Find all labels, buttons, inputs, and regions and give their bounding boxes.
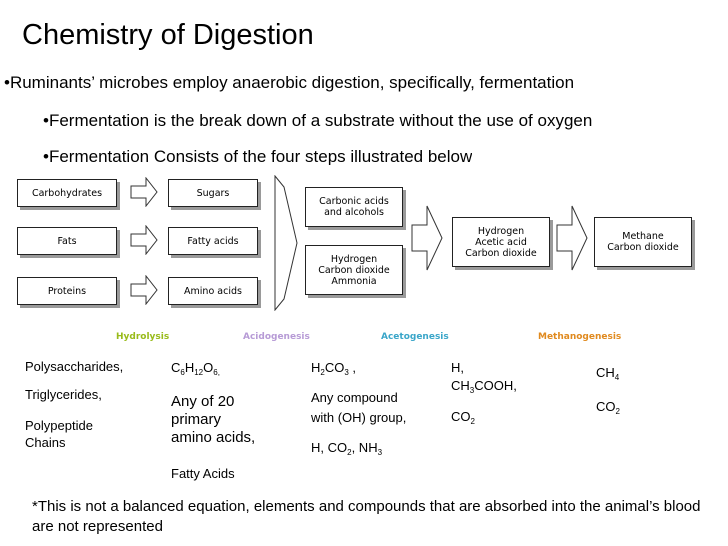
col2-amino-acids: amino acids, [171, 429, 256, 446]
converging-arrow-icon [274, 175, 298, 311]
box-carbonic-acids-alcohols: Carbonic acids and alcohols [305, 187, 403, 227]
col4-acetic-acid: CH3COOH, [451, 378, 517, 395]
footnote: *This is not a balanced equation, elemen… [32, 498, 701, 535]
stage-acidogenesis: Acidogenesis [243, 332, 310, 342]
formula-part: , NH [351, 440, 378, 455]
arrow-right-icon [130, 177, 158, 207]
col2-glucose-formula: C6H12O6, [171, 360, 220, 377]
formula-part: CO [451, 409, 471, 424]
formula-part: CH [451, 378, 470, 393]
formula-part: COOH, [474, 378, 517, 393]
formula-subscript: 2 [615, 407, 620, 416]
formula-part: H [311, 360, 321, 375]
stage-acetogenesis: Acetogenesis [381, 332, 449, 342]
bullet-fermentation-definition: •Fermentation is the break down of a sub… [43, 111, 593, 130]
digestion-flow-diagram: Carbohydrates Fats Proteins Sugars Fatty… [0, 165, 728, 355]
box-methane-co2: Methane Carbon dioxide [594, 217, 692, 267]
formula-subscript: 2 [470, 417, 475, 426]
formula-subscript: 2 [347, 448, 352, 457]
arrow-right-icon [130, 275, 158, 305]
formula-subscript: 3 [377, 448, 383, 457]
col3-carbonic-acid: H2CO3 , [311, 360, 357, 377]
formula-part: CO [596, 399, 616, 414]
formula-subscript: 3 [344, 368, 349, 377]
box-amino-acids: Amino acids [168, 277, 258, 305]
col4-co2: CO2 [451, 409, 475, 426]
formula-part: H [184, 360, 195, 375]
col4-hydrogen: H, [451, 360, 464, 375]
bullet-four-steps: •Fermentation Consists of the four steps… [43, 147, 473, 165]
col2-any-of-20: Any of 20 [171, 393, 235, 410]
stage-methanogenesis: Methanogenesis [538, 332, 622, 342]
formula-subscript: 4 [614, 373, 620, 382]
formula-subscript: 12 [194, 368, 204, 377]
formula-part: H, CO [311, 440, 348, 455]
box-fatty-acids: Fatty acids [168, 227, 258, 255]
formula-subscript: 3 [469, 386, 475, 395]
col1-polypeptide: Polypeptide [25, 418, 93, 433]
formula-part: O [203, 360, 214, 375]
stage-hydrolysis: Hydrolysis [116, 332, 170, 342]
col3-any-compound: Any compound [311, 390, 398, 405]
box-hydrogen-acetic-acid-co2: Hydrogen Acetic acid Carbon dioxide [452, 217, 550, 267]
formula-subscript: 6, [213, 368, 220, 377]
box-carbohydrates: Carbohydrates [17, 179, 117, 207]
box-hydrogen-co2-ammonia: Hydrogen Carbon dioxide Ammonia [305, 245, 403, 295]
box-sugars: Sugars [168, 179, 258, 207]
col5-methane: CH4 [596, 365, 620, 382]
formula-part: C [171, 360, 181, 375]
formula-part: CH [596, 365, 615, 380]
formula-part: CO [324, 360, 345, 375]
col5-co2: CO2 [596, 399, 620, 416]
formula-subscript: 6 [180, 368, 185, 377]
arrow-right-icon [130, 225, 158, 255]
arrow-right-icon [411, 205, 443, 271]
bullet-ruminants: •Ruminants’ microbes employ anaerobic di… [4, 73, 575, 92]
page-title: Chemistry of Digestion [22, 19, 314, 51]
box-fats: Fats [17, 227, 117, 255]
arrow-right-icon [556, 205, 588, 271]
box-proteins: Proteins [17, 277, 117, 305]
col1-triglycerides: Triglycerides, [25, 387, 102, 402]
col1-chains: Chains [25, 435, 66, 450]
formula-part: , [348, 360, 357, 375]
col1-polysaccharides: Polysaccharides, [25, 359, 124, 374]
col3-gases: H, CO2, NH3 [311, 440, 383, 457]
col2-primary: primary [171, 411, 222, 428]
formula-subscript: 2 [320, 368, 325, 377]
col3-oh-group: with (OH) group, [311, 410, 407, 425]
col2-fatty-acids: Fatty Acids [171, 466, 235, 481]
